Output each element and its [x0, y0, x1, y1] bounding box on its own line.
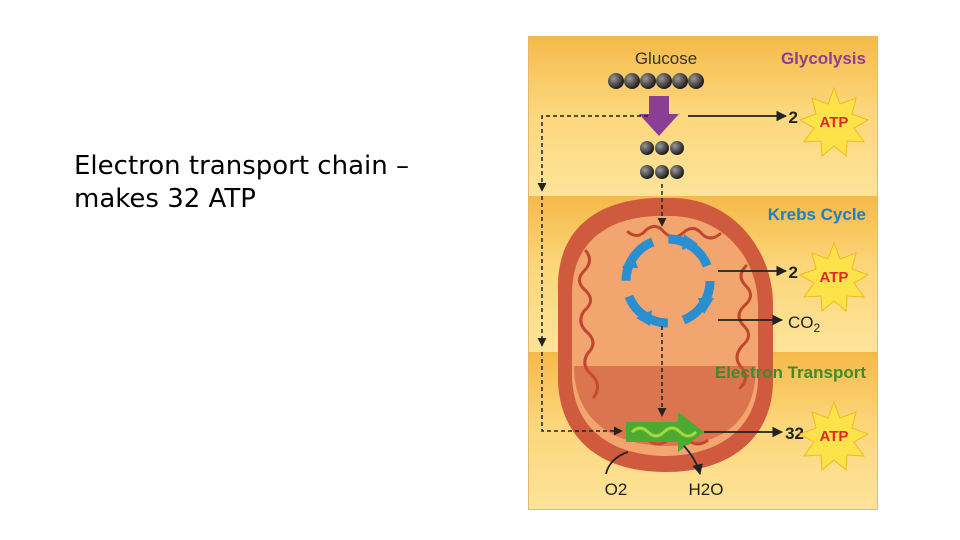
atp-output-krebs: 2 ATP: [789, 241, 870, 313]
cellular-respiration-diagram: Glucose: [528, 36, 878, 510]
atp-starburst-icon: [798, 86, 870, 158]
atp-starburst-icon: [798, 400, 870, 472]
co2-label: CO2: [788, 313, 821, 335]
atp-count-krebs: 2: [789, 263, 798, 282]
pyruvate-molecule-icon: [640, 141, 684, 179]
krebs-cycle-arrowheads-icon: [622, 234, 714, 326]
krebs-cycle-arrows-icon: [621, 234, 715, 328]
stage-title-glycolysis: Glycolysis: [781, 49, 866, 68]
mitochondrion-icon: [557, 197, 773, 473]
co2-label-subscript: 2: [814, 321, 821, 335]
slide-text-line-1: Electron transport chain –: [74, 151, 409, 181]
dashed-flow-lines: [537, 115, 667, 436]
stage-title-electron-transport: Electron Transport: [715, 363, 866, 382]
atp-label-krebs: ATP: [820, 269, 849, 286]
slide-body-text: Electron transport chain – makes 32 ATP: [74, 150, 494, 216]
atp-label-glycolysis: ATP: [820, 114, 849, 131]
atp-label-electron-transport: ATP: [820, 428, 849, 445]
glucose-molecule-icon: [608, 73, 704, 89]
atp-count-glycolysis: 2: [789, 108, 798, 127]
electron-transport-arrow-icon: [626, 412, 704, 452]
glucose-label: Glucose: [635, 49, 697, 68]
o2-label: O2: [605, 480, 628, 499]
output-arrows: [605, 110, 788, 476]
stage-title-krebs-cycle: Krebs Cycle: [768, 205, 866, 224]
h2o-label: H2O: [689, 480, 724, 499]
atp-output-electron-transport: 32 ATP: [785, 400, 870, 472]
atp-starburst-icon: [798, 241, 870, 313]
glycolysis-arrow-icon: [639, 96, 679, 136]
co2-label-main: CO: [788, 313, 814, 332]
atp-count-electron-transport: 32: [785, 424, 804, 443]
slide-text-line-2: makes 32 ATP: [74, 184, 256, 214]
atp-output-glycolysis: 2 ATP: [789, 86, 870, 158]
